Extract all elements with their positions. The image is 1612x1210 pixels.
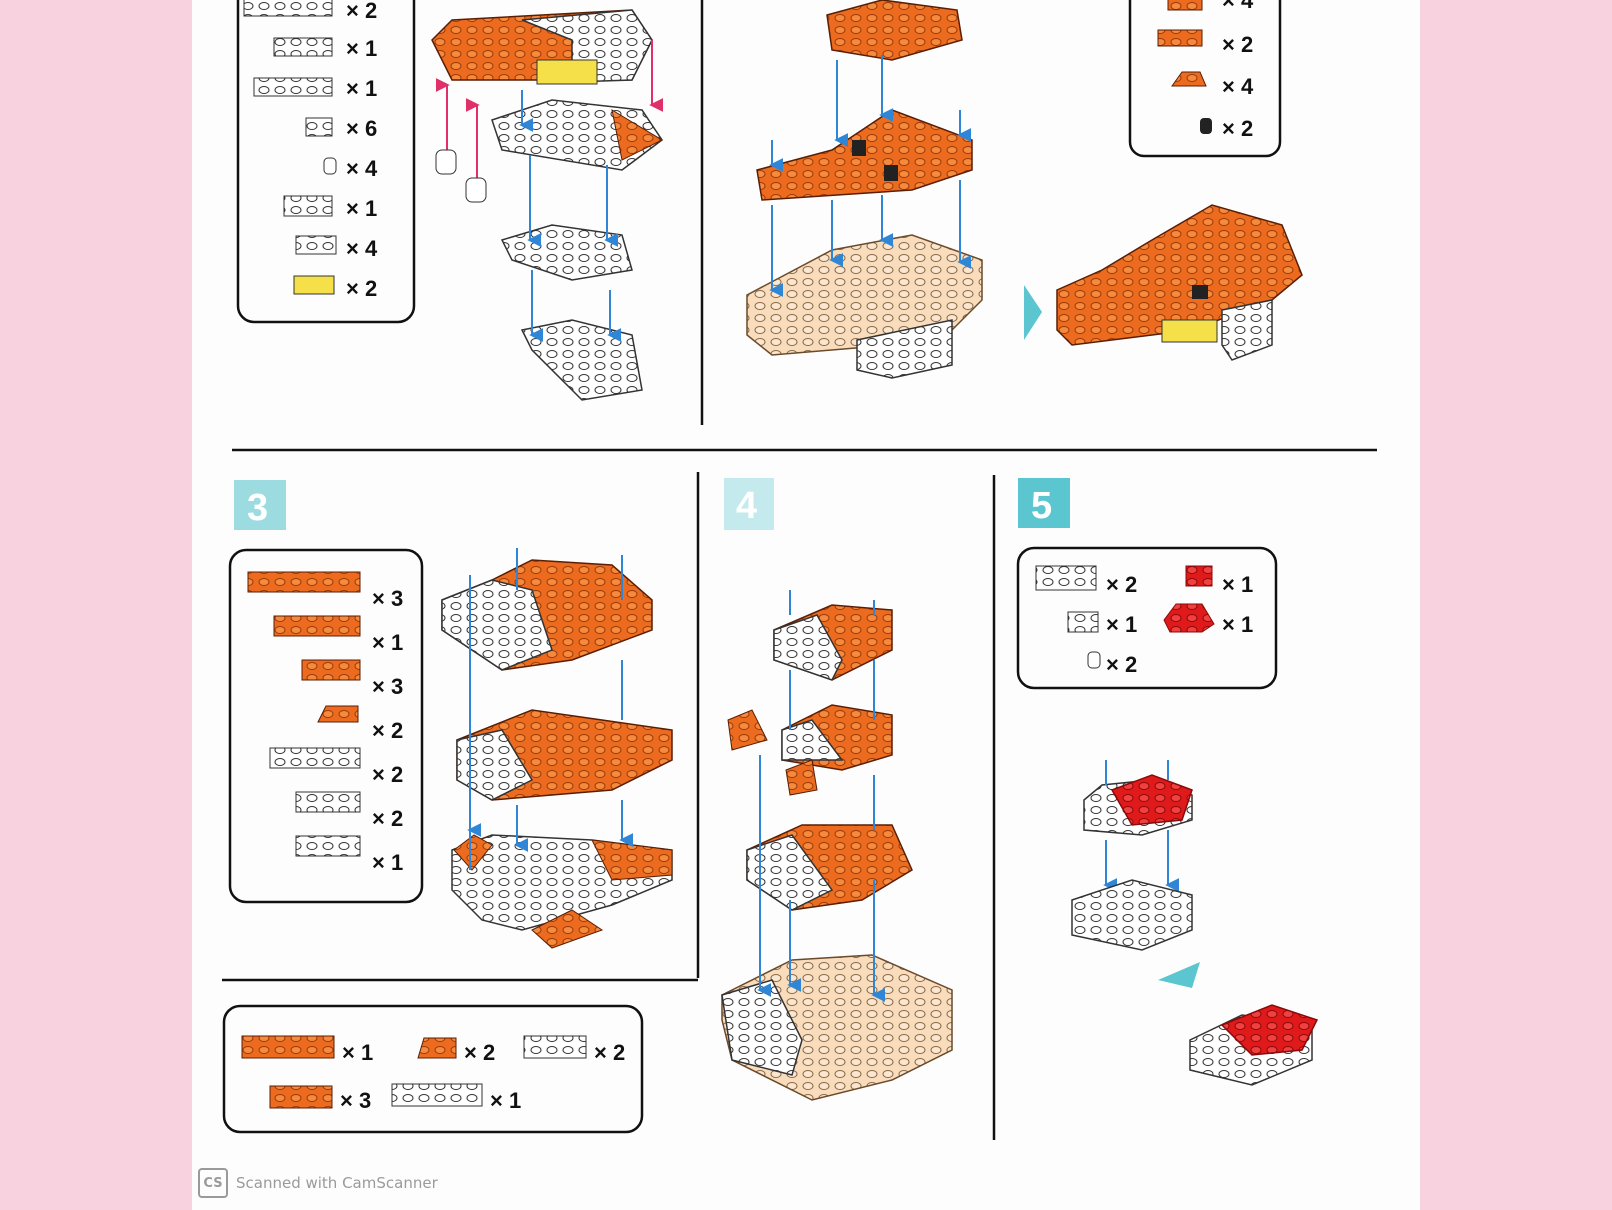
parts-qty-top-right: × 4 × 2 × 4 × 2: [1222, 0, 1254, 141]
parts-qty-step3: × 3 × 1 × 3 × 2 × 2 × 2 × 1: [372, 586, 403, 875]
parts-box-step4: [222, 1004, 644, 1134]
part-qty: × 6: [346, 116, 377, 141]
part-qty: × 1: [1106, 612, 1137, 637]
part-qty: × 2: [1222, 116, 1253, 141]
step5-number: 5: [1031, 485, 1052, 527]
part-qty: × 4: [1222, 0, 1254, 13]
part-qty: × 1: [1222, 612, 1253, 637]
part-qty: × 2: [1106, 572, 1137, 597]
part-qty: × 2: [372, 718, 403, 743]
parts-box-step3: [228, 548, 424, 904]
step2-illustration: [746, 0, 1303, 379]
parts-box-step5: [1016, 546, 1278, 690]
part-qty: × 2: [594, 1040, 625, 1065]
parts-qty-top-left: × 2 × 1 × 1 × 6 × 4 × 1 × 4 × 2: [346, 0, 378, 301]
part-qty: × 1: [372, 630, 403, 655]
part-qty: × 2: [464, 1040, 495, 1065]
part-qty: × 1: [490, 1088, 521, 1113]
step5-badge: 5: [1018, 478, 1070, 528]
part-qty: × 2: [1222, 32, 1253, 57]
part-qty: × 2: [346, 0, 377, 23]
part-qty: × 2: [346, 276, 377, 301]
part-qty: × 3: [340, 1088, 371, 1113]
step1-illustration: [431, 9, 664, 401]
part-qty: × 4: [1222, 74, 1254, 99]
step4-illustration: [721, 590, 953, 1101]
parts-qty-step5: × 2 × 1 × 1 × 1 × 2: [1106, 572, 1253, 677]
part-qty: × 1: [346, 76, 377, 101]
instruction-sheet: × 2 × 1 × 1 × 6 × 4 × 1 × 4 × 2: [192, 0, 1420, 1210]
step3-number: 3: [247, 487, 268, 529]
part-qty: × 2: [1106, 652, 1137, 677]
part-qty: × 1: [372, 850, 403, 875]
step3-illustration: [441, 548, 673, 949]
scanner-watermark: CS Scanned with CamScanner: [198, 1168, 438, 1198]
panel-dividers: [222, 0, 1377, 1140]
step4-badge: 4: [724, 478, 774, 530]
part-qty: × 2: [372, 806, 403, 831]
parts-box-top-right: [1128, 0, 1282, 158]
part-qty: × 4: [346, 236, 378, 261]
step5-illustration: [1071, 760, 1319, 1086]
parts-qty-step4: × 1 × 2 × 2 × 3 × 1: [340, 1040, 625, 1113]
part-qty: × 1: [346, 196, 377, 221]
step3-badge: 3: [234, 480, 286, 530]
instruction-artwork: × 2 × 1 × 1 × 6 × 4 × 1 × 4 × 2: [222, 0, 1377, 1140]
part-qty: × 1: [1222, 572, 1253, 597]
part-qty: × 1: [346, 36, 377, 61]
part-qty: × 2: [372, 762, 403, 787]
step4-number: 4: [736, 485, 757, 527]
parts-box-top-left: [236, 0, 416, 324]
part-qty: × 3: [372, 674, 403, 699]
part-qty: × 1: [342, 1040, 373, 1065]
part-qty: × 4: [346, 156, 378, 181]
watermark-text: Scanned with CamScanner: [236, 1174, 438, 1192]
part-qty: × 3: [372, 586, 403, 611]
camscanner-logo: CS: [198, 1168, 228, 1198]
